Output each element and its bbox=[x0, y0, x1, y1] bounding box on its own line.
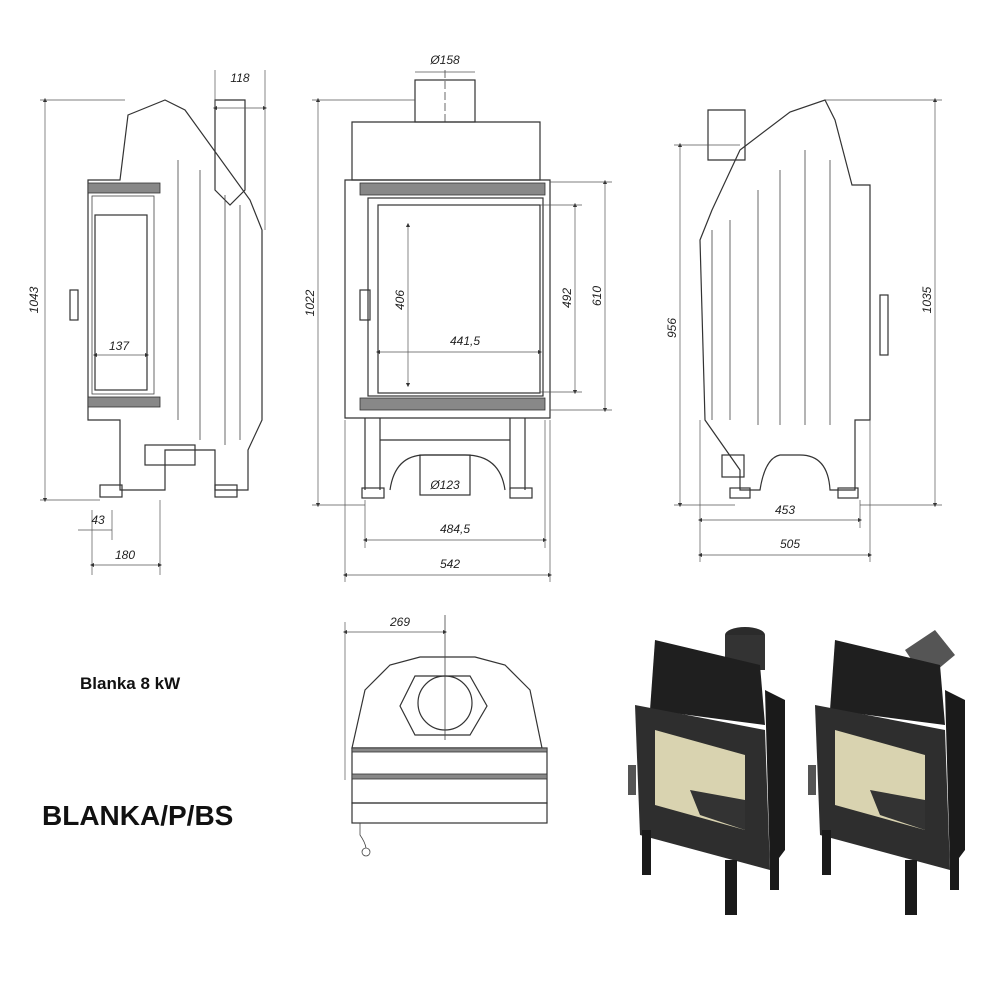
dim-door-outer-label: 610 bbox=[590, 286, 604, 306]
top-view: 269 bbox=[342, 615, 548, 857]
dim-base-width-label: 484,5 bbox=[440, 522, 470, 536]
front-view: Ø158 Ø123 1022 406 441,5 492 610 484,5 5… bbox=[303, 53, 612, 582]
dim-base-depth-label: 453 bbox=[775, 503, 795, 517]
dim-front-height-label: 1022 bbox=[303, 289, 317, 316]
dim-flue-offset-label: 118 bbox=[230, 71, 249, 85]
dim-foot-offset-label: 43 bbox=[91, 513, 105, 527]
left-side-view: 1043 118 137 43 180 bbox=[27, 70, 268, 575]
dim-glass-height-label: 406 bbox=[393, 290, 407, 310]
dim-door-inner-label: 492 bbox=[560, 288, 574, 308]
dim-total-depth-label: 505 bbox=[780, 537, 800, 551]
dim-glass-width-label: 441,5 bbox=[450, 334, 480, 348]
dim-side-height-label: 956 bbox=[665, 318, 679, 338]
dim-height-label: 1043 bbox=[27, 286, 41, 313]
right-side-view: 956 1035 453 505 bbox=[665, 97, 942, 562]
dim-depth-label: 180 bbox=[115, 548, 135, 562]
dim-total-width-label: 542 bbox=[440, 557, 460, 571]
stove-render-angled-flue bbox=[808, 630, 965, 915]
dim-air-inlet-label: Ø123 bbox=[429, 478, 460, 492]
model-name: Blanka 8 kW bbox=[80, 674, 181, 693]
model-code: BLANKA/P/BS bbox=[42, 800, 234, 831]
dim-total-height-label: 1035 bbox=[920, 286, 934, 313]
dim-glass-depth-label: 137 bbox=[109, 339, 130, 353]
stove-render-vertical-flue bbox=[628, 627, 785, 915]
dim-top-flue-offset-label: 269 bbox=[389, 615, 410, 629]
dim-flue-top-label: Ø158 bbox=[429, 53, 460, 67]
